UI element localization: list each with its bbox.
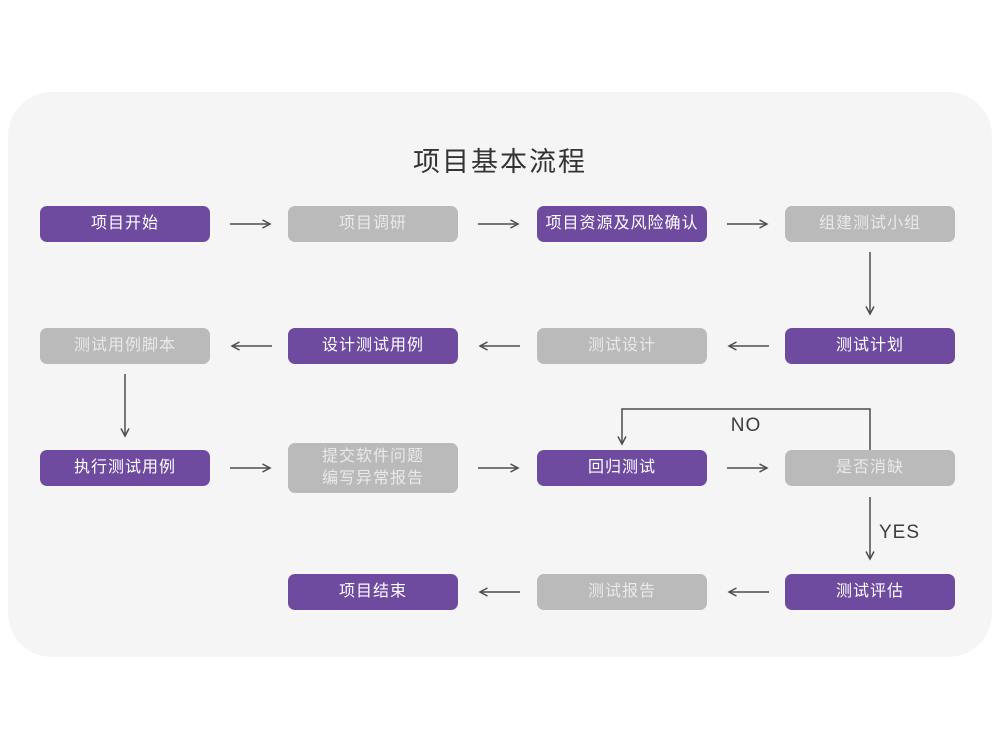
node-test-plan: 测试计划 [785,328,955,364]
node-test-design: 测试设计 [537,328,707,364]
node-execute-cases: 执行测试用例 [40,450,210,486]
node-test-evaluate: 测试评估 [785,574,955,610]
node-risk-confirm: 项目资源及风险确认 [537,206,707,242]
node-test-report: 测试报告 [537,574,707,610]
node-project-end: 项目结束 [288,574,458,610]
node-submit-report: 提交软件问题 编写异常报告 [288,443,458,493]
node-project-start: 项目开始 [40,206,210,242]
page-title: 项目基本流程 [413,147,587,177]
node-design-cases: 设计测试用例 [288,328,458,364]
node-regression-test: 回归测试 [537,450,707,486]
flowchart-panel [8,92,992,657]
node-project-survey: 项目调研 [288,206,458,242]
node-build-team: 组建测试小组 [785,206,955,242]
node-defect-cleared: 是否消缺 [785,450,955,486]
node-case-script: 测试用例脚本 [40,328,210,364]
edge-label-no: NO [730,415,762,436]
edge-label-yes: YES [879,522,921,543]
